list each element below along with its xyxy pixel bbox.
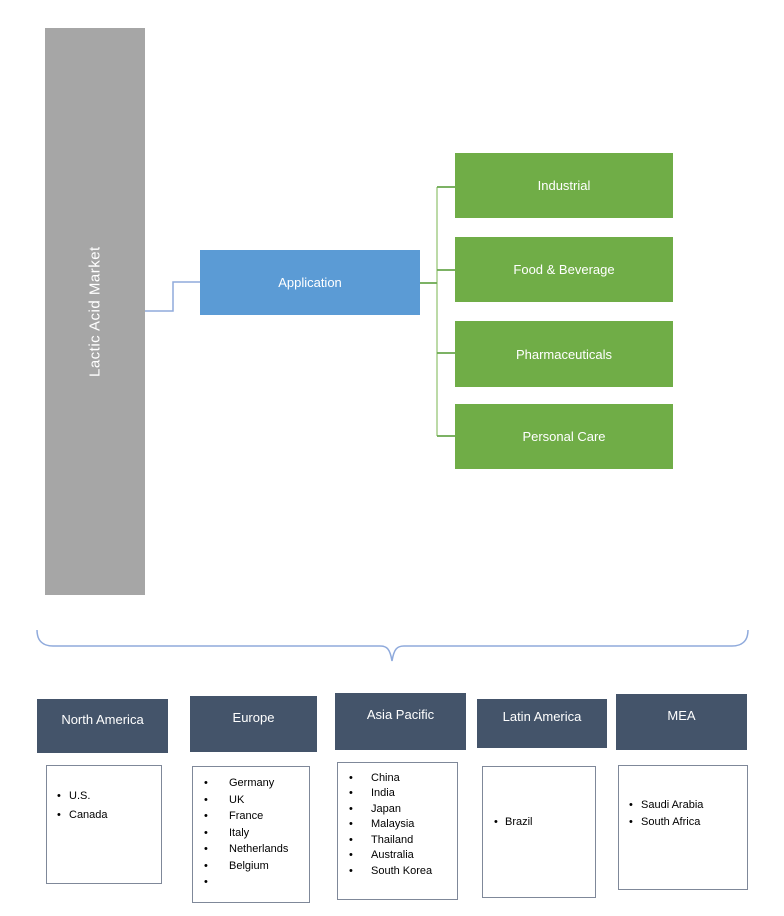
segment-node-application: Application	[200, 250, 420, 315]
bullet-icon	[57, 790, 69, 802]
country-label: South Korea	[371, 864, 433, 877]
application-node-food-beverage: Food & Beverage	[455, 237, 673, 302]
bullet-icon	[57, 809, 69, 821]
region-header-europe: Europe	[190, 696, 317, 752]
bullet-icon	[204, 876, 229, 888]
bullet-icon	[349, 803, 371, 815]
country-label: Brazil	[505, 816, 533, 828]
country-label: Saudi Arabia	[641, 798, 704, 811]
country-label: Belgium	[229, 859, 269, 872]
root-to-segment-connector	[145, 281, 200, 312]
bullet-icon	[349, 834, 371, 846]
region-name: Europe	[232, 709, 275, 725]
bullet-icon	[204, 860, 229, 872]
application-label: Food & Beverage	[513, 262, 615, 277]
country-item: China	[349, 770, 457, 786]
country-label: Italy	[229, 826, 250, 839]
country-item: Brazil	[494, 813, 595, 831]
country-list-asia-pacific: China India Japan Malaysia Thailand Aust…	[337, 762, 458, 900]
country-item: Malaysia	[349, 817, 457, 833]
country-item: South Korea	[349, 863, 457, 879]
country-item: UK	[204, 792, 309, 809]
country-item: France	[204, 808, 309, 825]
country-label: UK	[229, 793, 245, 806]
country-list-latin-america: Brazil	[482, 766, 596, 898]
bullet-icon	[629, 799, 641, 811]
region-name: Asia Pacific	[366, 707, 435, 722]
bullet-icon	[204, 777, 229, 789]
application-label: Industrial	[537, 178, 591, 193]
segment-branch-lines	[420, 186, 455, 437]
bullet-icon	[349, 787, 371, 799]
region-header-asia-pacific: Asia Pacific	[335, 693, 466, 750]
country-label: France	[229, 810, 264, 823]
bullet-icon	[349, 818, 371, 830]
application-label: Personal Care	[522, 429, 606, 444]
bullet-icon	[204, 843, 229, 855]
country-list-mea: Saudi Arabia South Africa	[618, 765, 748, 890]
country-label: Malaysia	[371, 818, 415, 831]
country-label: India	[371, 787, 395, 800]
region-header-mea: MEA	[616, 694, 747, 750]
country-label: China	[371, 771, 400, 784]
country-item: South Africa	[629, 813, 747, 830]
application-node-pharmaceuticals: Pharmaceuticals	[455, 321, 673, 387]
country-item: Canada	[57, 805, 161, 824]
country-label: Germany	[229, 777, 275, 790]
bullet-icon	[349, 772, 371, 784]
country-item: Netherlands	[204, 841, 309, 858]
region-header-latin-america: Latin America	[477, 699, 607, 748]
application-label: Pharmaceuticals	[515, 346, 613, 362]
country-item: Germany	[204, 775, 309, 792]
country-list-europe: Germany UK France Italy Netherlands Belg…	[192, 766, 310, 903]
bullet-icon	[349, 849, 371, 861]
application-node-industrial: Industrial	[455, 153, 673, 218]
country-item: U.S.	[57, 786, 161, 805]
country-item: India	[349, 786, 457, 802]
country-label: Thailand	[371, 833, 414, 846]
brace-shape	[36, 629, 749, 662]
bullet-icon	[204, 794, 229, 806]
segment-label: Application	[278, 275, 342, 290]
country-item: Italy	[204, 825, 309, 842]
root-node-lactic-acid-market: Lactic Acid Market	[45, 28, 145, 595]
bullet-icon	[204, 810, 229, 822]
country-item: Australia	[349, 848, 457, 864]
country-label: Netherlands	[229, 843, 289, 856]
bullet-icon	[204, 827, 229, 839]
region-name: MEA	[667, 707, 696, 723]
country-label: Canada	[69, 808, 108, 821]
country-label: U.S.	[69, 789, 91, 802]
application-node-personal-care: Personal Care	[455, 404, 673, 469]
country-label: Australia	[371, 849, 414, 862]
region-header-north-america: North America	[37, 699, 168, 753]
bullet-icon	[629, 816, 641, 828]
country-item: Thailand	[349, 832, 457, 848]
country-item: Belgium	[204, 858, 309, 875]
bullet-icon	[349, 865, 371, 877]
country-list-north-america: U.S. Canada	[46, 765, 162, 884]
country-label: South Africa	[641, 815, 701, 828]
country-label: Japan	[371, 802, 401, 815]
country-item-empty	[204, 874, 309, 891]
country-item: Saudi Arabia	[629, 796, 747, 813]
region-name: North America	[61, 711, 144, 727]
country-item: Japan	[349, 801, 457, 817]
bullet-icon	[494, 816, 505, 828]
region-name: Latin America	[502, 709, 582, 724]
root-label: Lactic Acid Market	[86, 246, 104, 377]
